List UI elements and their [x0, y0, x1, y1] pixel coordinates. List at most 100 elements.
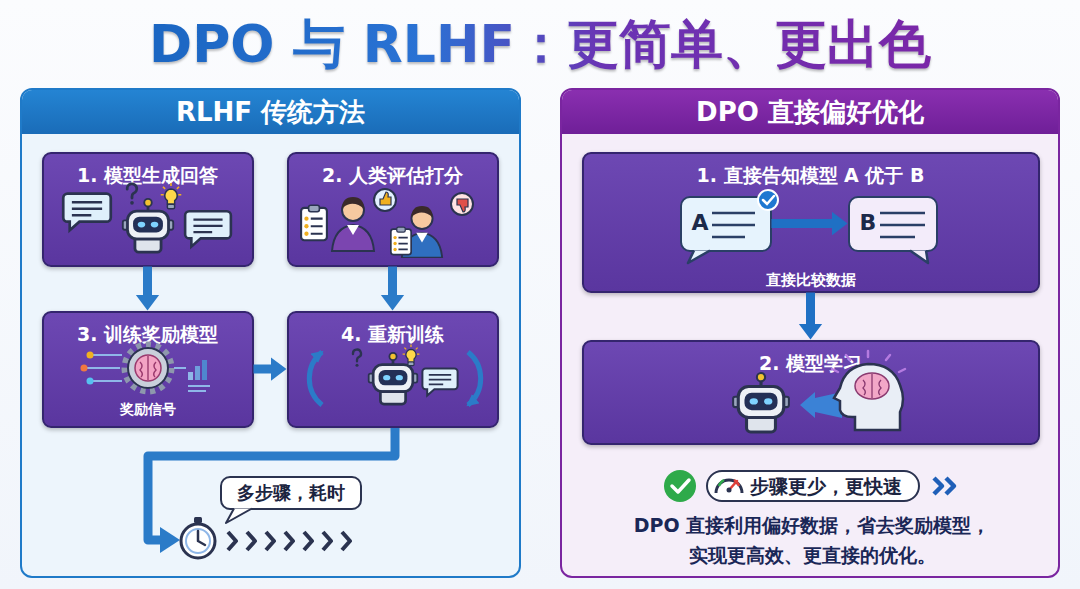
reward-model-icon [195, 366, 200, 380]
answer-bubble: A [680, 196, 772, 252]
method-panel: DPO 直接偏好优化 DPO 直接利用偏好数据，省去奖励模型，实现更高效、更直接的… [560, 88, 1060, 578]
connector-group [148, 224, 848, 370]
speedometer-icon [716, 480, 742, 493]
process-box: 1. 模型生成回答 [42, 152, 254, 267]
process-box: 3. 训练奖励模型奖励信号 [42, 311, 254, 428]
human-rating-icon [301, 205, 327, 240]
summary-pill: 步骤更少，更快速 [706, 470, 920, 502]
reward-model-icon [86, 355, 122, 381]
generate-answer-icon [185, 211, 231, 246]
model-learning-icon [733, 373, 789, 432]
flow-arrow [254, 365, 287, 374]
callout-tail [226, 509, 252, 524]
step-title: 4. 重新训练 [289, 321, 497, 347]
stopwatch-icon [181, 517, 215, 558]
bubble-letter: B [860, 210, 877, 236]
stopwatch-icon [181, 524, 215, 558]
bubble-detail [758, 190, 778, 210]
chevron-trail [228, 532, 350, 550]
reward-model-icon [188, 386, 210, 391]
reward-model-icon [135, 355, 161, 381]
human-rating-icon [457, 199, 468, 212]
bubble-detail [688, 251, 710, 264]
bubble-detail [763, 196, 774, 204]
process-box: 1. 直接告知模型 A 优于 B 直接比较数据 A B [582, 152, 1040, 293]
speedometer-icon [734, 480, 739, 486]
generate-answer-icon [127, 184, 137, 205]
bubble-detail [688, 190, 928, 263]
bubble-letter: A [692, 210, 709, 236]
generate-answer-icon [63, 194, 111, 231]
model-learning-icon [834, 364, 903, 430]
chevron-pair [934, 478, 954, 494]
generate-answer-icon [161, 183, 182, 209]
human-rating-icon [402, 206, 442, 258]
stopwatch-icon [186, 529, 210, 553]
pill-text: 步骤更少，更快速 [750, 472, 902, 500]
bubble-detail [712, 213, 755, 237]
check-badge [664, 470, 696, 502]
check-badge [664, 470, 696, 502]
callout-tail [226, 509, 252, 524]
step-title: 2. 人类评估打分 [289, 162, 497, 188]
model-learning-icon [832, 351, 905, 372]
panel-heading: DPO 直接偏好优化 [562, 90, 1058, 134]
human-rating-icon [374, 189, 396, 211]
check-badge [672, 480, 689, 492]
generate-answer-icon [123, 199, 173, 252]
reward-model-icon [125, 345, 171, 391]
reward-model-icon [128, 348, 168, 388]
reward-model-icon [87, 378, 94, 385]
callout-bubble: 多步骤，耗时 [220, 476, 362, 510]
flow-arrow [143, 267, 152, 311]
retrain-icon [309, 345, 480, 405]
callout-text: 多步骤，耗时 [222, 478, 360, 508]
method-panel: RLHF 传统方法 1. 模型生成回答 2. 人类评估打分 3. 训练奖励模型奖励信号… [20, 88, 521, 578]
answer-bubble: B [848, 196, 938, 252]
step-caption: 奖励信号 [44, 399, 252, 419]
model-learning-icon [855, 373, 889, 399]
speedometer-icon [727, 488, 732, 493]
model-learning-icon [733, 351, 905, 432]
retrain-icon [309, 352, 322, 405]
reward-model-icon [81, 365, 88, 372]
generate-answer-icon [63, 183, 231, 252]
process-box: 2. 模型学习 [582, 340, 1040, 445]
step-title: 1. 直接告知模型 A 优于 B [584, 162, 1038, 188]
retrain-icon [369, 353, 418, 404]
flow-arrow [772, 219, 848, 228]
title-bar: DPO 与 RLHF：更简单、更出色 [0, 8, 1080, 80]
panel-footer: DPO 直接利用偏好数据，省去奖励模型，实现更高效、更直接的优化。 [626, 510, 998, 570]
retrain-icon [353, 350, 361, 367]
reward-model-icon [140, 356, 156, 380]
speedometer-icon [729, 481, 737, 490]
time-flow-arrow [148, 428, 395, 540]
retrain-icon [403, 345, 420, 366]
reward-model-icon [188, 372, 193, 380]
stopwatch-icon [198, 531, 205, 545]
panel-heading: RLHF 传统方法 [22, 90, 519, 134]
diagram-title: DPO 与 RLHF：更简单、更出色 [149, 8, 931, 80]
flow-arrow [806, 293, 815, 340]
step-caption: 直接比较数据 [584, 270, 1038, 290]
reward-model-icon [174, 367, 186, 369]
step-title: 3. 训练奖励模型 [44, 321, 252, 347]
human-rating-icon [451, 193, 473, 215]
flow-arrow [388, 267, 397, 311]
speedometer-icon [719, 480, 724, 486]
reward-model-icon [81, 345, 211, 391]
reward-model-icon [202, 360, 207, 380]
chevron-trail [228, 532, 350, 550]
human-rating-icon [332, 197, 374, 251]
stopwatch-icon [194, 517, 202, 523]
time-flow-arrow [148, 428, 395, 540]
step-title: 2. 模型学习 [584, 350, 1038, 376]
model-learning-icon [800, 392, 842, 418]
chevron-pair [934, 478, 954, 494]
process-box: 2. 人类评估打分 [287, 152, 499, 267]
bubble-detail [910, 251, 928, 264]
retrain-icon [468, 352, 481, 405]
human-rating-icon [301, 189, 473, 258]
